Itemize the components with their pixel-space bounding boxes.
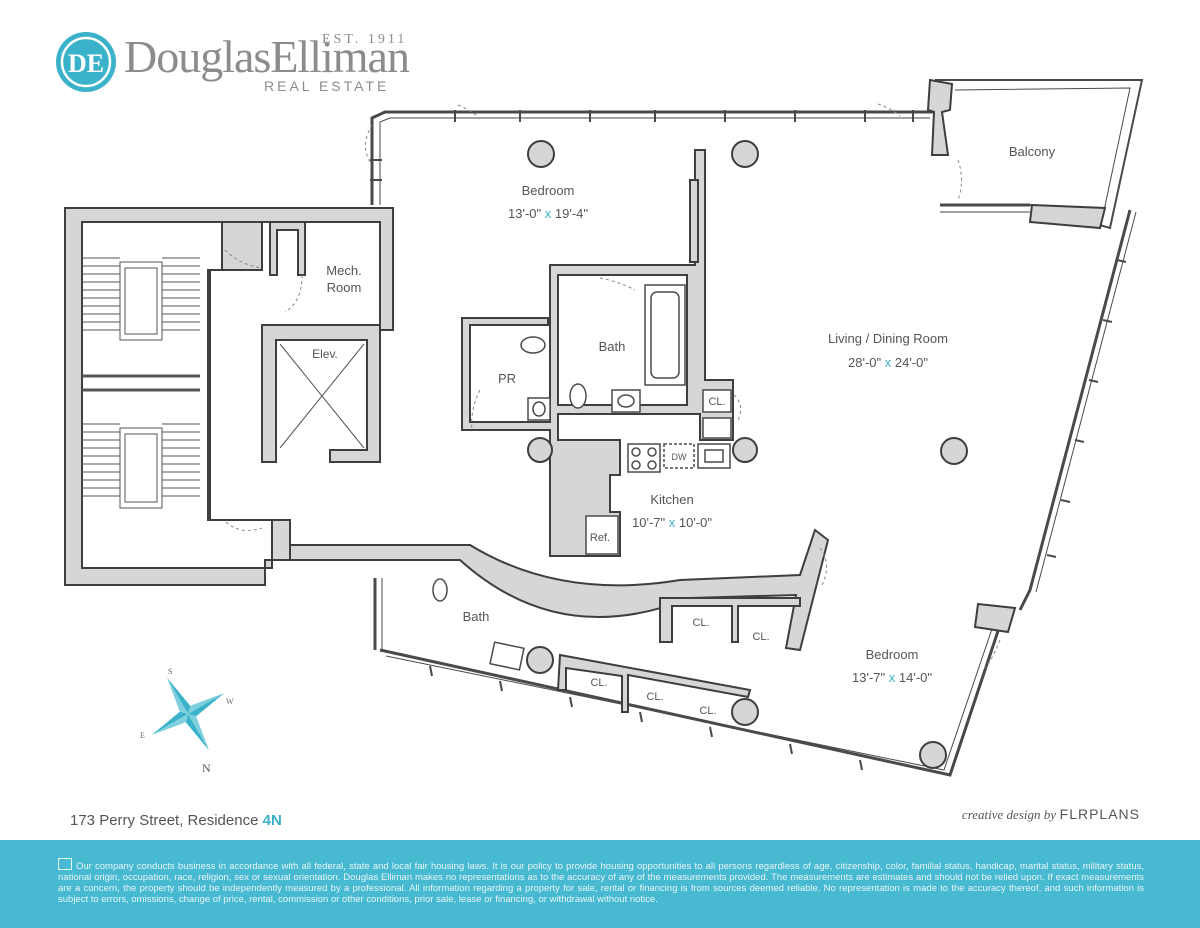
room-dimensions-bedroom-top: 13'-0" x 19'-4" (508, 206, 588, 221)
compass-s: S (168, 667, 172, 676)
closet-label: CL. (708, 396, 725, 408)
room-name-bath-lower: Bath (462, 609, 490, 624)
room-name-balcony: Balcony (1008, 144, 1056, 159)
compass-e: E (140, 731, 145, 740)
brand-monogram-icon: DE (56, 32, 116, 92)
brand-established: EST. 1911 (322, 32, 408, 47)
design-credit: creative design by FLRPLANS (961, 806, 1140, 822)
room-dimensions-living-dining: 28'-0" x 24'-0" (848, 355, 928, 370)
compass-n: N (202, 761, 211, 775)
room-name-kitchen: Kitchen (650, 492, 694, 507)
stairs (82, 257, 200, 509)
room-name-powder-room: PR (497, 371, 517, 386)
property-address: 173 Perry Street, Residence 4N (70, 812, 282, 829)
closet-label: CL. (699, 705, 716, 717)
room-name-bedroom-bottom: Bedroom (865, 647, 919, 662)
window-mullions (370, 110, 1127, 771)
brand-logo: DE DouglasElliman EST. 1911 REAL ESTATE (54, 26, 414, 106)
exterior-glass-wall (370, 110, 1137, 777)
equal-housing-icon (58, 858, 72, 870)
footer-bar: Our company conducts business in accorda… (0, 840, 1200, 928)
floor-plan: CL. DW Ref. CL. CL. CL. CL. CL. (64, 78, 1144, 777)
room-name-bedroom-top: Bedroom (521, 183, 575, 198)
door-swings (224, 103, 1001, 669)
room-dimensions-bedroom-bottom: 13'-7" x 14'-0" (852, 670, 932, 685)
legal-disclaimer: Our company conducts business in accorda… (58, 858, 1144, 905)
dishwasher-label: DW (672, 452, 687, 462)
closet-label: CL. (692, 617, 709, 629)
room-name-elevator: Elev. (312, 347, 338, 361)
refrigerator-label: Ref. (590, 532, 610, 544)
room-name-mech: Mech. Room (326, 263, 362, 295)
room-name-bath-main: Bath (598, 339, 626, 354)
compass-rose-icon: S W E N (140, 667, 234, 775)
closet-label: CL. (752, 631, 769, 643)
closet-label: CL. (646, 691, 663, 703)
compass-w: W (226, 697, 234, 706)
elevator-shaft (279, 343, 365, 449)
room-name-living-dining: Living / Dining Room (828, 331, 948, 346)
svg-text:DE: DE (68, 49, 104, 78)
brand-name: DouglasElliman (124, 31, 410, 82)
closet-label: CL. (590, 677, 607, 689)
fixtures (432, 284, 732, 671)
room-dimensions-kitchen: 10'-7" x 10'-0" (632, 515, 712, 530)
brand-tagline: REAL ESTATE (264, 78, 390, 94)
structural-columns (526, 140, 968, 769)
